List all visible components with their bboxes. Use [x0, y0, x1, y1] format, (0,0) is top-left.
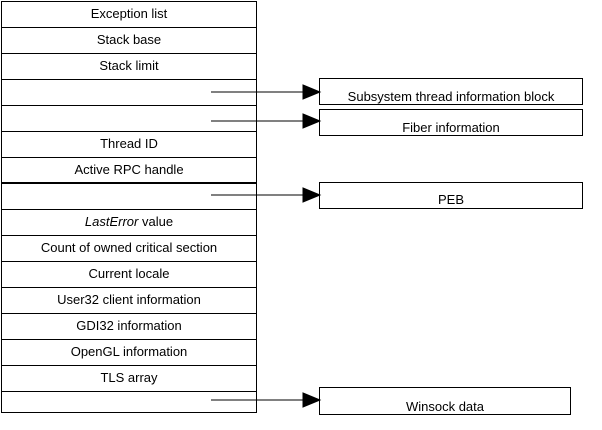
row-active-rpc-handle: Active RPC handle [2, 158, 256, 184]
row-tls-array: TLS array [2, 366, 256, 392]
row-lasterror-value: LastError value [2, 210, 256, 236]
winsock-data-box: Winsock data [319, 387, 571, 415]
row-label: Current locale [88, 266, 170, 281]
row-label: OpenGL information [70, 344, 188, 359]
row-label: Active RPC handle [74, 162, 184, 177]
winsock-arrow-head [302, 392, 322, 408]
fiber-info-box: Fiber information [319, 109, 583, 136]
row-label: GDI32 information [76, 318, 182, 333]
row-label: Stack base [96, 32, 162, 47]
row-label: value [142, 214, 174, 229]
peb-arrow-head [302, 187, 322, 203]
subsystem-arrow-head [302, 84, 322, 100]
subsystem-tib-box: Subsystem thread information block [319, 78, 583, 105]
peb-box: PEB [319, 182, 583, 209]
row-current-locale: Current locale [2, 262, 256, 288]
row-owned-critical-sections: Count of owned critical section [2, 236, 256, 262]
winsock-data-label: Winsock data [405, 399, 485, 414]
row-thread-id: Thread ID [2, 132, 256, 158]
row-stack-limit: Stack limit [2, 54, 256, 80]
tib-structure: Exception list Stack base Stack limit Th… [1, 1, 257, 413]
row-label: TLS array [100, 370, 158, 385]
row-label: Thread ID [100, 136, 158, 151]
fiber-arrow-head [302, 113, 322, 129]
row-peb-pointer [2, 184, 256, 210]
row-fiber-pointer [2, 106, 256, 132]
row-label: Stack limit [99, 58, 159, 73]
row-label: Exception list [90, 6, 168, 21]
row-opengl-info: OpenGL information [2, 340, 256, 366]
row-user32-client-info: User32 client information [2, 288, 256, 314]
peb-label: PEB [437, 192, 464, 207]
row-stack-base: Stack base [2, 28, 256, 54]
row-gdi32-info: GDI32 information [2, 314, 256, 340]
row-exception-list: Exception list [2, 2, 256, 28]
row-label-italic: LastError [84, 214, 139, 229]
subsystem-tib-label: Subsystem thread information block [347, 89, 555, 104]
row-label: User32 client information [57, 292, 201, 307]
row-label: Count of owned critical section [40, 240, 218, 255]
row-winsock-pointer [2, 392, 256, 412]
fiber-info-label: Fiber information [402, 120, 500, 135]
row-subsystem-pointer [2, 80, 256, 106]
